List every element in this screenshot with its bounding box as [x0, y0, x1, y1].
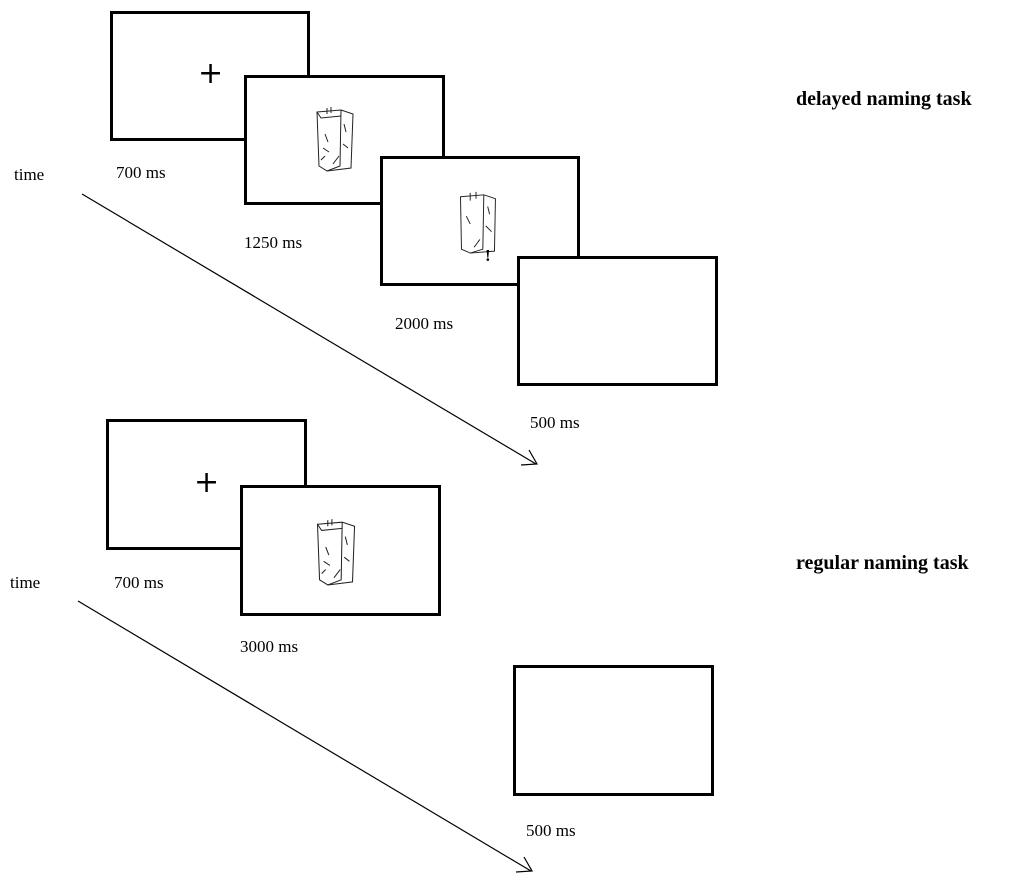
regular-picture-screen — [240, 485, 441, 616]
delayed-picture-screen — [244, 75, 445, 205]
delayed-cue-duration: 2000 ms — [395, 314, 454, 333]
regular-picture-duration: 3000 ms — [240, 637, 299, 656]
delay-cue-exclamation: ! — [485, 246, 491, 265]
fixation-cross: + — [198, 56, 224, 91]
delayed-picture-duration: 1250 ms — [244, 233, 303, 252]
regular-task-title: regular naming task — [796, 552, 969, 574]
paper-bag-drawing-icon — [316, 519, 356, 586]
paper-bag-drawing-icon — [316, 107, 354, 172]
regular-blank-screen — [513, 665, 714, 796]
delayed-task-title: delayed naming task — [796, 88, 972, 110]
regular-time-label: time — [10, 573, 41, 592]
paper-bag-drawing-icon — [460, 191, 496, 254]
regular-fixation-duration: 700 ms — [114, 573, 164, 592]
delayed-fixation-duration: 700 ms — [116, 163, 166, 182]
delayed-blank-screen — [517, 256, 718, 386]
delayed-time-label: time — [14, 165, 45, 184]
regular-blank-duration: 500 ms — [526, 821, 576, 840]
delayed-blank-duration: 500 ms — [530, 413, 580, 432]
fixation-cross: + — [194, 465, 220, 500]
